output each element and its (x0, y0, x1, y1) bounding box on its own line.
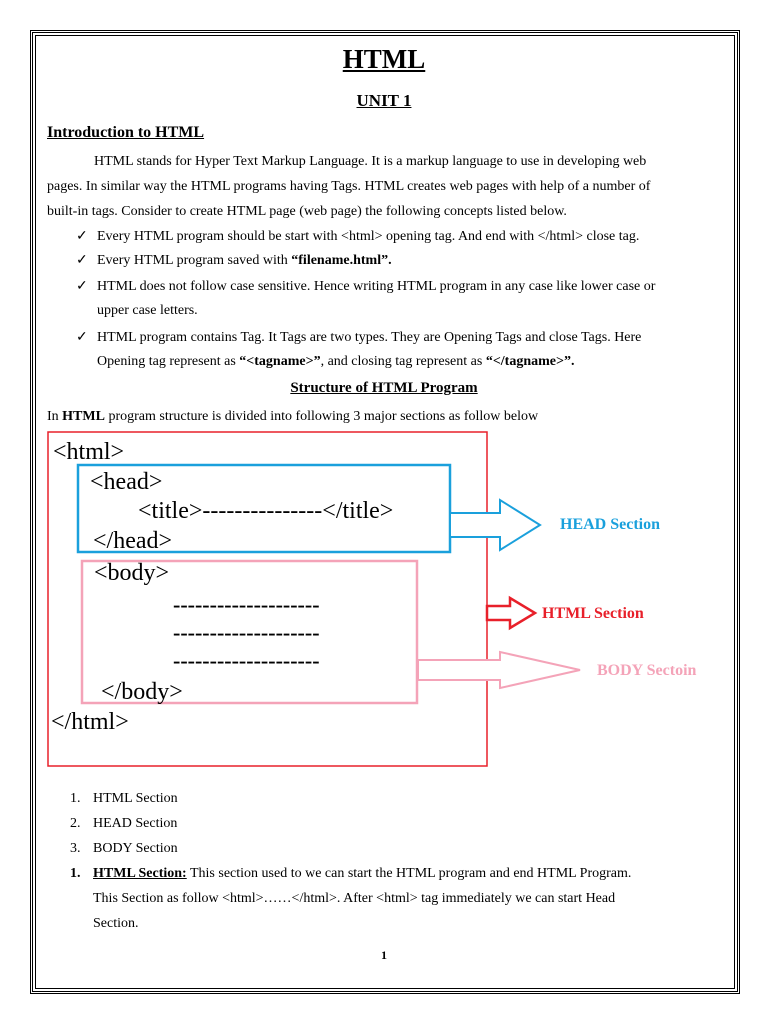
list-item: 1.HTML Section (70, 791, 178, 806)
bullet-item: ✓ Every HTML program should be start wit… (76, 225, 724, 249)
unit-heading: UNIT 1 (356, 91, 412, 110)
html-open-tag: <html> (53, 439, 124, 465)
bullet-item: ✓ HTML program contains Tag. It Tags are… (76, 326, 724, 374)
body-open-tag: <body> (94, 560, 169, 586)
html-section-paragraph: 1.HTML Section: This section used to we … (70, 866, 632, 931)
body-section-box (80, 559, 419, 705)
structure-intro: In HTML program structure is divided int… (47, 409, 539, 424)
head-section-box (76, 463, 452, 554)
checkmark-icon: ✓ (76, 253, 88, 268)
head-open-tag: <head> (90, 469, 162, 495)
head-arrow-icon (449, 498, 542, 552)
body-close-tag: </body> (101, 679, 183, 705)
body-content-dashes: -------------------- (173, 592, 320, 617)
body-content-dashes: -------------------- (173, 648, 320, 673)
intro-line-2: pages. In similar way the HTML programs … (47, 179, 651, 194)
bullet-item: ✓ HTML does not follow case sensitive. H… (76, 275, 724, 323)
page-border-outer (30, 30, 740, 994)
html-section-box (47, 431, 488, 767)
list-item: 3.BODY Section (70, 841, 178, 856)
intro-line-3: built-in tags. Consider to create HTML p… (47, 204, 567, 219)
title-tag-line: <title>---------------</title> (138, 498, 393, 524)
body-content-dashes: -------------------- (173, 620, 320, 645)
head-section-label: HEAD Section (560, 516, 660, 533)
html-close-tag: </html> (51, 709, 129, 735)
page-number: 1 (381, 948, 387, 962)
checkmark-icon: ✓ (76, 279, 88, 294)
checkmark-icon: ✓ (76, 330, 88, 345)
html-arrow-icon (485, 595, 538, 631)
structure-heading: Structure of HTML Program (290, 380, 478, 396)
body-arrow-icon (417, 650, 581, 690)
intro-heading: Introduction to HTML (47, 124, 205, 141)
bullet-item: ✓ Every HTML program saved with “filenam… (76, 249, 724, 273)
checkmark-icon: ✓ (76, 229, 88, 244)
page-title: HTML (342, 44, 426, 74)
head-close-tag: </head> (93, 528, 172, 554)
intro-line-1: HTML stands for Hyper Text Markup Langua… (94, 154, 647, 169)
page-border-inner (35, 35, 735, 989)
list-item: 2.HEAD Section (70, 816, 178, 831)
body-section-label: BODY Sectoin (597, 662, 697, 679)
html-section-label: HTML Section (542, 605, 644, 622)
